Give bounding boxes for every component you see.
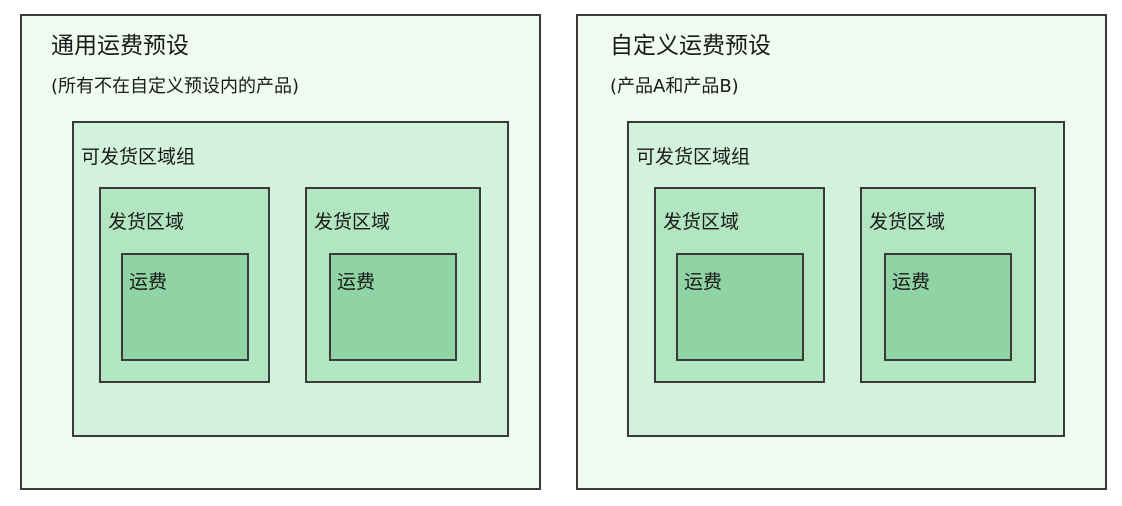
rate-label: 运费 (337, 271, 376, 293)
profile-subtitle: (所有不在自定义预设内的产品) (51, 76, 300, 97)
rate-label: 运费 (129, 271, 168, 293)
shipping-zone: 发货区域 运费 (860, 187, 1036, 383)
shipping-zone: 发货区域 运费 (305, 187, 481, 383)
shipping-rate: 运费 (884, 253, 1012, 361)
general-shipping-profile: 通用运费预设 (所有不在自定义预设内的产品) 可发货区域组 发货区域 运费 发货… (20, 14, 541, 490)
profile-subtitle: (产品A和产品B) (610, 76, 739, 97)
profile-title: 通用运费预设 (51, 33, 189, 59)
shipping-rate: 运费 (676, 253, 804, 361)
group-label: 可发货区域组 (81, 146, 196, 168)
group-label: 可发货区域组 (636, 146, 751, 168)
custom-shipping-profile: 自定义运费预设 (产品A和产品B) 可发货区域组 发货区域 运费 发货区域 运费 (576, 14, 1107, 490)
shipping-rate: 运费 (121, 253, 249, 361)
zone-label: 发货区域 (663, 211, 740, 233)
shipping-rate: 运费 (329, 253, 457, 361)
rate-label: 运费 (684, 271, 723, 293)
shipping-zone-group: 可发货区域组 发货区域 运费 发货区域 运费 (627, 121, 1065, 437)
shipping-zone: 发货区域 运费 (654, 187, 825, 383)
shipping-zone: 发货区域 运费 (99, 187, 270, 383)
rate-label: 运费 (892, 271, 931, 293)
profile-title: 自定义运费预设 (610, 33, 771, 59)
zone-label: 发货区域 (108, 211, 185, 233)
shipping-zone-group: 可发货区域组 发货区域 运费 发货区域 运费 (72, 121, 509, 437)
zone-label: 发货区域 (869, 211, 946, 233)
zone-label: 发货区域 (314, 211, 391, 233)
